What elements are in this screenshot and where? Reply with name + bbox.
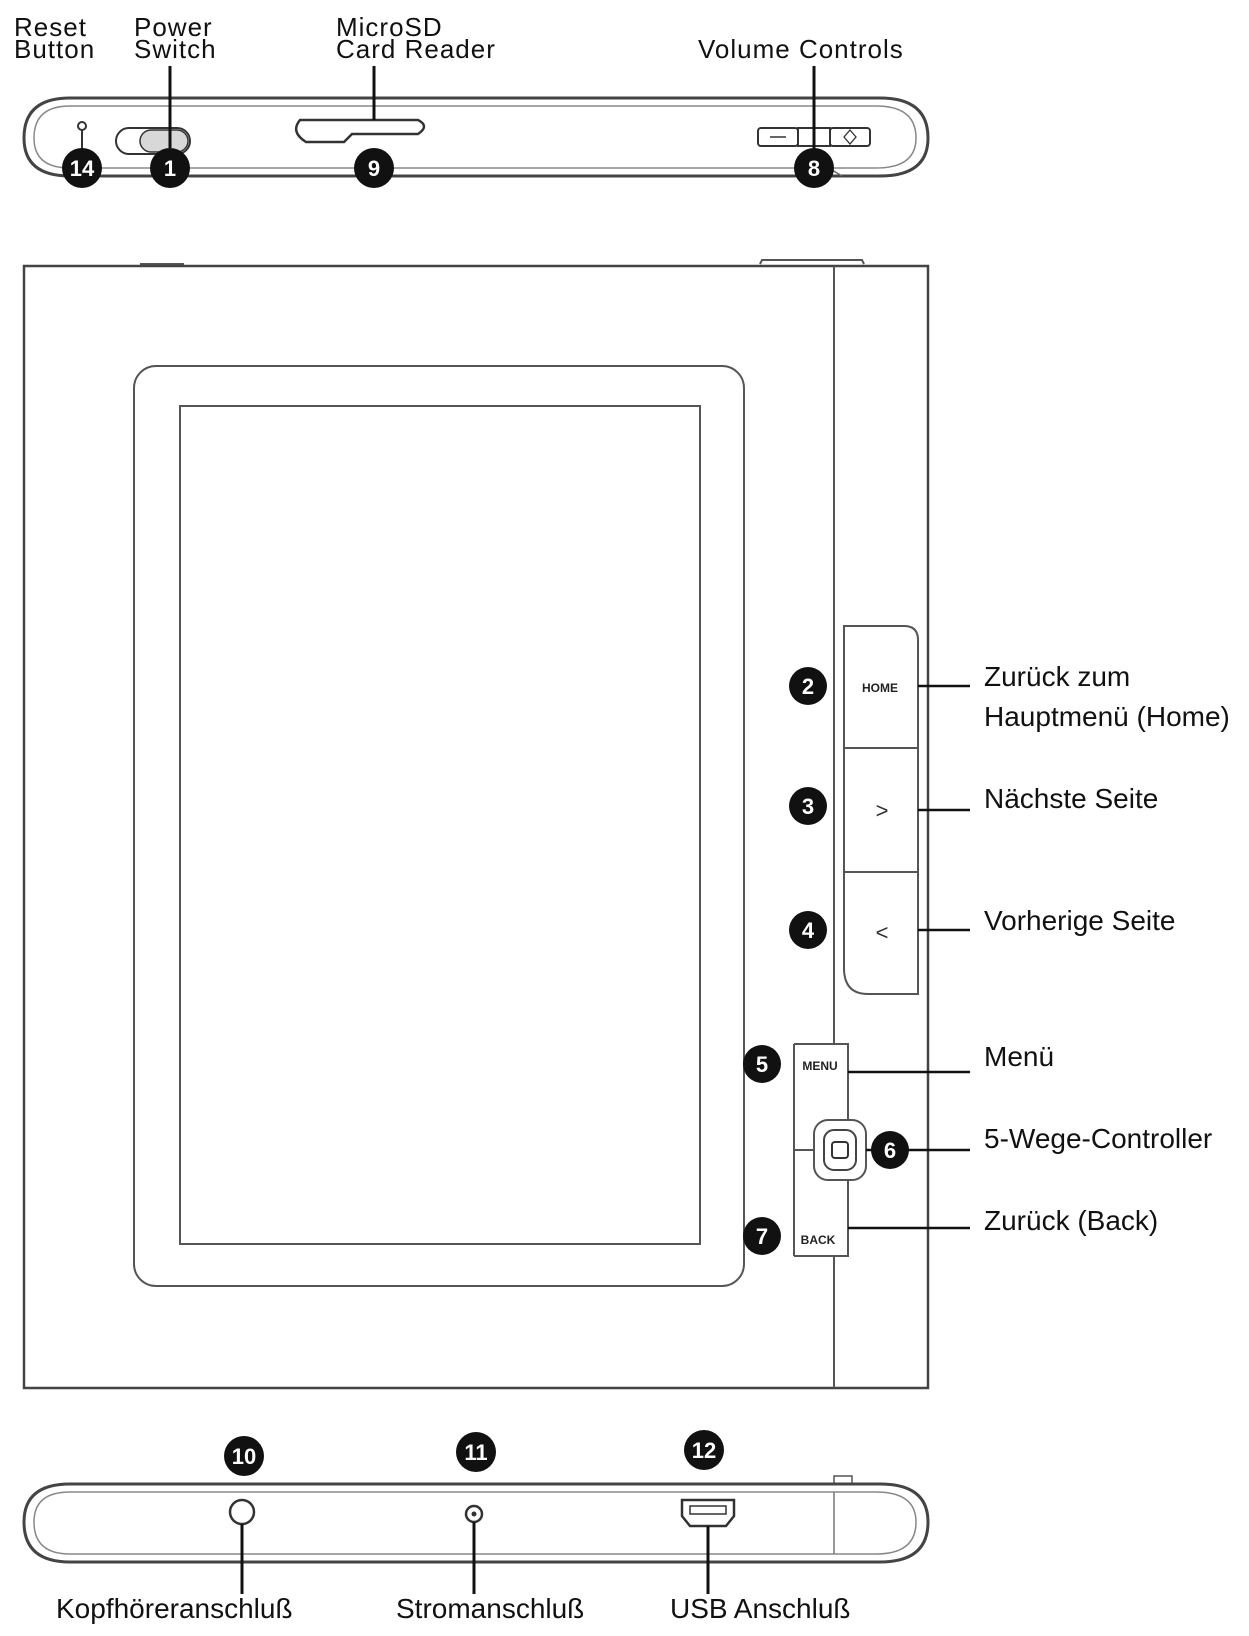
- badge-power-jack-text: 11: [464, 1440, 487, 1465]
- badge-headphone: 10: [224, 1436, 264, 1476]
- menu-label: Menü: [984, 1041, 1054, 1072]
- top-edge-inner-line: [33, 105, 917, 169]
- usb-port-tongue: [689, 1505, 727, 1515]
- badge-menu-text: 5: [756, 1052, 768, 1077]
- badge-home: 2: [789, 667, 827, 705]
- badge-volume-text: 8: [808, 156, 820, 181]
- headphone-label: Kopfhöreranschluß: [56, 1593, 293, 1624]
- badge-microsd: 9: [354, 148, 394, 188]
- badge-back: 7: [743, 1217, 781, 1255]
- plus-icon: [843, 129, 857, 145]
- badge-menu: 5: [743, 1045, 781, 1083]
- badge-prev-text: 4: [802, 918, 815, 943]
- back-label: Zurück (Back): [984, 1205, 1158, 1236]
- volume-label: Volume Controls: [698, 34, 904, 64]
- badge-microsd-text: 9: [368, 156, 380, 181]
- next-label: Nächste Seite: [984, 783, 1158, 814]
- badge-reset-text: 14: [70, 156, 95, 181]
- badge-controller-text: 6: [884, 1138, 896, 1163]
- display-screen: [179, 405, 701, 1245]
- badge-back-text: 7: [756, 1224, 768, 1249]
- badge-power-text: 1: [164, 156, 176, 181]
- badge-home-text: 2: [802, 674, 814, 699]
- prev-page-button-label: <: [876, 920, 889, 945]
- microsd-slot[interactable]: [294, 118, 426, 144]
- badge-controller: 6: [871, 1131, 909, 1169]
- bottom-edge-view: 10 11 12 Kopfhöreranschluß Stromanschluß…: [22, 1430, 930, 1624]
- top-tab-right: [759, 259, 865, 265]
- badge-usb-text: 12: [692, 1438, 716, 1463]
- badge-power: 1: [150, 148, 190, 188]
- power-jack-pin: [471, 1511, 477, 1517]
- badge-power-jack: 11: [456, 1432, 496, 1472]
- top-edge-view: Reset Button Power Switch MicroSD Card R…: [14, 12, 930, 188]
- home-button-label: HOME: [862, 681, 898, 695]
- back-button-label: BACK: [801, 1233, 836, 1247]
- badge-next-text: 3: [802, 794, 814, 819]
- badge-volume: 8: [794, 148, 834, 188]
- bottom-edge-tab: [833, 1475, 853, 1484]
- prev-label: Vorherige Seite: [984, 905, 1175, 936]
- badge-prev: 4: [789, 911, 827, 949]
- badge-reset: 14: [62, 148, 102, 188]
- controller-center-button[interactable]: [831, 1141, 849, 1159]
- controller-label: 5-Wege-Controller: [984, 1123, 1212, 1154]
- microsd-label-line1: MicroSD: [336, 12, 443, 42]
- top-edge-outline: [22, 96, 930, 178]
- volume-up-button[interactable]: [829, 127, 871, 147]
- bottom-edge-inner-line: [33, 1491, 917, 1555]
- reset-label-line2: Button: [14, 34, 95, 64]
- home-label-line1: Zurück zum: [984, 661, 1130, 692]
- headphone-jack-icon[interactable]: [228, 1498, 256, 1526]
- power-label-line2: Switch: [134, 34, 217, 64]
- next-page-button-label: >: [876, 798, 889, 823]
- power-label-line1: Power: [134, 12, 213, 42]
- badge-next: 3: [789, 787, 827, 825]
- menu-button[interactable]: [796, 1046, 846, 1116]
- power-jack-label: Stromanschluß: [396, 1593, 584, 1624]
- menu-button-label: MENU: [802, 1059, 837, 1073]
- front-view: HOME > < MENU BACK 2 3 4: [22, 259, 1230, 1390]
- reset-label-line1: Reset: [14, 12, 87, 42]
- power-switch-knob[interactable]: [139, 129, 189, 153]
- home-label-line2: Hauptmenü (Home): [984, 701, 1230, 732]
- reset-hole-icon[interactable]: [77, 121, 87, 131]
- microsd-label-line2: Card Reader: [336, 34, 496, 64]
- nav-button-column: [843, 625, 919, 995]
- badge-usb: 12: [684, 1430, 724, 1470]
- usb-label: USB Anschluß: [670, 1593, 851, 1624]
- badge-headphone-text: 10: [232, 1444, 256, 1469]
